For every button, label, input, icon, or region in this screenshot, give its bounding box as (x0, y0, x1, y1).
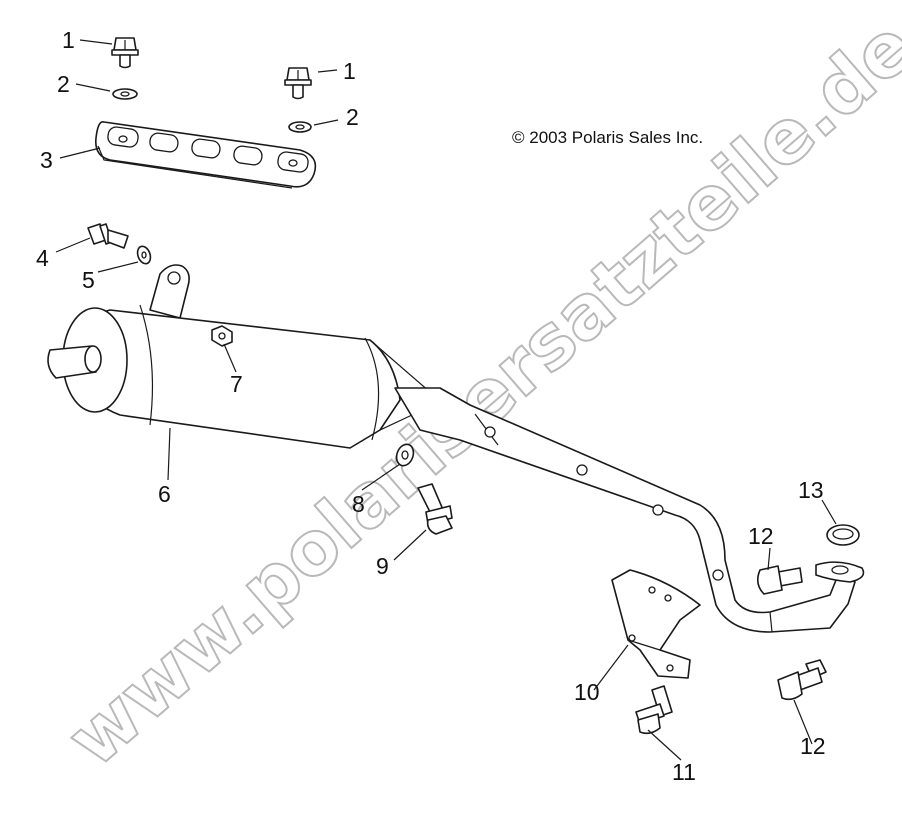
washer-5 (136, 245, 152, 265)
bolt-9 (417, 483, 453, 535)
bolt-12-upper (756, 565, 803, 595)
washer-2-right (288, 121, 312, 133)
callout-5: 5 (82, 267, 95, 293)
callout-4: 4 (36, 245, 49, 271)
callout-labels: 1 1 2 2 3 4 5 6 7 8 9 10 11 12 12 13 (36, 27, 826, 785)
bolt-12-lower (777, 659, 827, 701)
callout-9: 9 (376, 553, 389, 579)
bolt-4 (87, 223, 129, 249)
callout-1-left: 1 (62, 27, 75, 53)
leader-lines (55, 39, 837, 761)
callout-10: 10 (574, 679, 600, 705)
callout-1-right: 1 (343, 58, 356, 84)
callout-6: 6 (158, 481, 171, 507)
callout-13: 13 (798, 477, 824, 503)
bolt-1-left (111, 37, 139, 69)
callout-3: 3 (40, 147, 53, 173)
bolt-1-right (284, 67, 312, 100)
copyright-text: © 2003 Polaris Sales Inc. (512, 128, 703, 147)
gasket-13 (826, 524, 860, 546)
callout-7: 7 (230, 371, 243, 397)
bolt-11 (635, 685, 673, 735)
nut-7 (211, 325, 233, 347)
callout-11: 11 (672, 759, 696, 785)
washer-2-left (112, 88, 138, 100)
callout-2-left: 2 (57, 71, 70, 97)
callout-12-upper: 12 (748, 523, 774, 549)
callout-2-right: 2 (346, 104, 359, 130)
exhaust-head-pipe (394, 387, 865, 633)
muffler (47, 264, 431, 449)
washer-8 (395, 443, 415, 467)
callout-8: 8 (352, 491, 365, 517)
mounting-bracket (94, 121, 317, 189)
heat-shield-bracket (611, 569, 701, 679)
callout-12-lower: 12 (800, 733, 826, 759)
